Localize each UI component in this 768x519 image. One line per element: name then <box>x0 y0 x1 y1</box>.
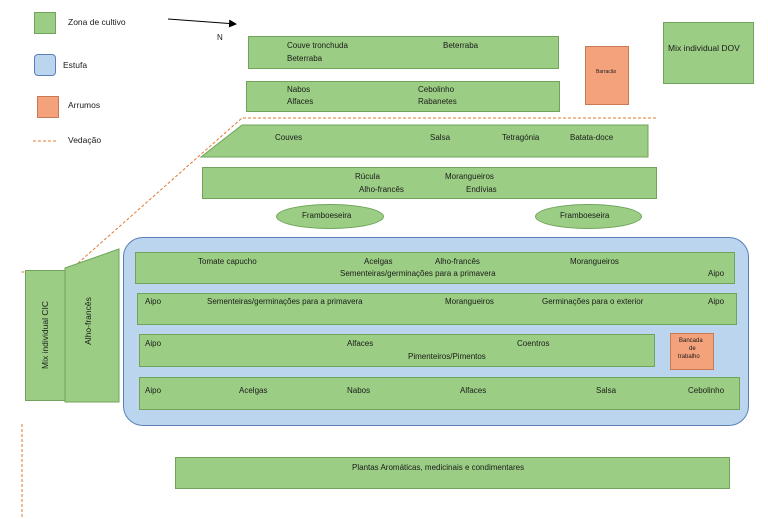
greenhouse-bed-2-crop: Aipo <box>708 297 725 306</box>
alho-frances-side-label: Alho-francês <box>83 297 93 345</box>
greenhouse-bed-1-crop: Aipo <box>708 269 725 278</box>
legend-cultivo-swatch <box>34 12 56 34</box>
aromatic-plants-label: Plantas Aromáticas, medicinais e condime… <box>352 463 525 472</box>
mix-cic-label: Mix individual CIC <box>40 300 50 370</box>
framboeseira-2 <box>535 204 642 229</box>
bed-1 <box>248 36 559 69</box>
greenhouse-bed-1-crop: Alho-francês <box>435 257 480 266</box>
legend-cultivo-label: Zona de cultivo <box>68 17 126 27</box>
greenhouse-bed-1-crop: Acelgas <box>364 257 393 266</box>
alho-frances-side-bed <box>64 248 120 403</box>
bed-4-crop: Alho-francês <box>359 185 404 194</box>
legend-estufa-label: Estufa <box>63 60 88 70</box>
legend-estufa-swatch <box>34 54 56 76</box>
bancada-trabalho <box>670 333 714 370</box>
mix-cic-zone <box>25 270 66 401</box>
mix-dov-label: Mix individual DOV <box>668 43 740 53</box>
bancada-label-line: de <box>689 346 696 352</box>
greenhouse-bed-1-crop: Morangueiros <box>570 257 619 266</box>
greenhouse-bed-2 <box>137 293 737 325</box>
greenhouse-bed-2-crop: Sementeiras/germinações para a primavera <box>207 297 363 306</box>
bed-3-crop: Tetragónia <box>502 133 540 142</box>
barracao-storage <box>585 46 629 105</box>
bed-4-crop: Endívias <box>466 185 497 194</box>
greenhouse-bed-4-crop: Alfaces <box>460 386 487 395</box>
bed-4-crop: Rúcula <box>355 172 380 181</box>
greenhouse-bed-3-crop: Pimenteiros/Pimentos <box>408 352 486 361</box>
greenhouse-bed-3-crop: Alfaces <box>347 339 374 348</box>
framboeseira-1-label: Framboeseira <box>302 211 352 220</box>
bed-3-crop: Couves <box>275 133 303 142</box>
legend-arrumos-label: Arrumos <box>68 100 101 110</box>
bancada-label-line: Bancada <box>679 338 703 344</box>
bed-2 <box>246 81 560 112</box>
bed-2-crop: Alfaces <box>287 97 314 106</box>
bed-1-crop: Beterraba <box>443 41 479 50</box>
greenhouse-bed-2-crop: Morangueiros <box>445 297 494 306</box>
bed-4-crop: Morangueiros <box>445 172 494 181</box>
legend-arrumos-swatch <box>37 96 59 118</box>
greenhouse-bed-4 <box>139 377 740 410</box>
bed-3-crop: Salsa <box>430 133 451 142</box>
bed-2-crop: Cebolinho <box>418 85 455 94</box>
framboeseira-2-label: Framboeseira <box>560 211 610 220</box>
bed-3-crop: Batata-doce <box>570 133 614 142</box>
mix-dov-zone <box>663 22 754 84</box>
bed-4 <box>202 167 657 199</box>
greenhouse-bed-1 <box>135 252 735 284</box>
legend-vedacao-label: Vedação <box>68 135 102 145</box>
greenhouse-bed-4-crop: Salsa <box>596 386 617 395</box>
framboeseira-1 <box>276 204 384 229</box>
greenhouse-bed-1-crop: Sementeiras/germinações para a primavera <box>340 269 496 278</box>
greenhouse-bed-4-crop: Nabos <box>347 386 371 395</box>
greenhouse-bed-1-crop: Tomate capucho <box>198 257 257 266</box>
bed-3 <box>200 124 649 158</box>
north-arrow <box>167 18 237 28</box>
bed-2-crop: Nabos <box>287 85 311 94</box>
greenhouse-bed-2-crop: Germinações para o exterior <box>542 297 644 306</box>
greenhouse-bed-3 <box>139 334 655 367</box>
greenhouse-bed-4-crop: Cebolinho <box>688 386 725 395</box>
bed-1-crop: Beterraba <box>287 54 323 63</box>
bancada-label-line: trabalho <box>678 354 700 360</box>
greenhouse-bed-2-crop: Aipo <box>145 297 162 306</box>
greenhouse-bed-4-crop: Aipo <box>145 386 162 395</box>
aromatic-plants-bed <box>175 457 730 489</box>
bed-1-crop: Couve tronchuda <box>287 41 348 50</box>
greenhouse-bed-4-crop: Acelgas <box>239 386 268 395</box>
barracao-label: Barracão <box>596 69 617 75</box>
greenhouse-bed-3-crop: Coentros <box>517 339 550 348</box>
north-label: N <box>217 33 223 42</box>
greenhouse-bed-3-crop: Aipo <box>145 339 162 348</box>
bed-2-crop: Rabanetes <box>418 97 457 106</box>
